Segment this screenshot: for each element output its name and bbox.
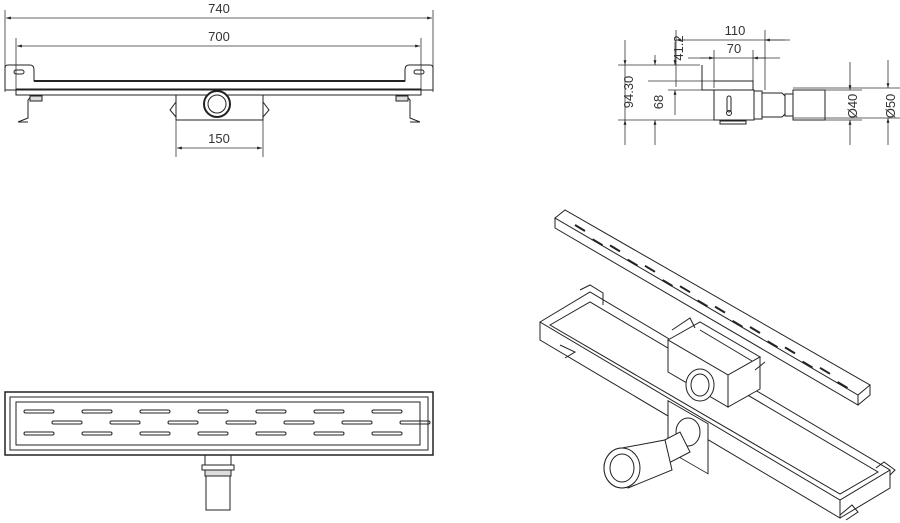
grate-slot	[23, 409, 55, 414]
grate-slot	[609, 244, 621, 253]
label-94-30: 94.30	[621, 76, 636, 109]
grate-slot	[197, 431, 229, 436]
side-view: 110 70 94.30 68 41.2	[618, 23, 900, 145]
grate-slot	[197, 409, 229, 414]
grate-slot	[225, 420, 257, 425]
isometric-view	[539, 209, 896, 521]
grate-slot	[399, 420, 431, 425]
top-view	[4, 391, 434, 511]
grate-slot	[574, 224, 586, 232]
grate-slot	[341, 420, 373, 425]
grate-slot	[714, 305, 726, 314]
grate-slot	[766, 340, 779, 349]
grate-slot	[81, 409, 113, 414]
grate-slot	[819, 366, 831, 375]
grate-slot	[591, 238, 604, 247]
grate-slot	[626, 258, 639, 267]
grate-slot	[696, 299, 709, 308]
label-diameter-40: Ø40	[845, 94, 860, 119]
grate-slot	[784, 346, 796, 355]
grate-slot	[255, 431, 287, 436]
grate-slot	[81, 431, 113, 436]
grate-slot	[255, 409, 287, 414]
label-70: 70	[727, 41, 741, 56]
label-150: 150	[208, 131, 230, 146]
grate-slot	[51, 420, 83, 425]
grate-slot	[139, 431, 171, 436]
label-110: 110	[725, 23, 746, 38]
grate-slot	[139, 409, 171, 414]
label-68: 68	[651, 95, 666, 109]
label-41-2: 41.2	[671, 35, 686, 60]
grate-slot	[371, 431, 403, 436]
grate-slot	[836, 381, 849, 389]
label-diameter-50: Ø50	[883, 94, 898, 119]
label-700: 700	[208, 29, 230, 44]
grate-slot	[749, 326, 761, 334]
grate-slot	[283, 420, 315, 425]
grate-slot	[371, 409, 403, 414]
grate-slot	[801, 360, 814, 369]
label-740: 740	[208, 1, 230, 16]
grate-slot	[661, 279, 674, 287]
grate-slot	[167, 420, 199, 425]
front-view: 740 700 150	[4, 1, 434, 157]
grate-slot	[313, 409, 345, 414]
grate-slot	[23, 431, 55, 436]
grate-slot	[679, 285, 691, 294]
grate-slot	[644, 264, 656, 273]
grate-slot	[313, 431, 345, 436]
grate-slot	[731, 319, 744, 328]
grate-slot	[109, 420, 141, 425]
